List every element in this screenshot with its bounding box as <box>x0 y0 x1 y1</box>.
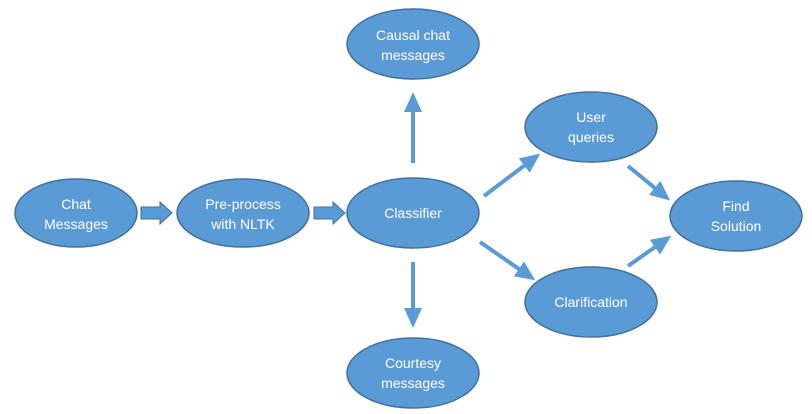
arrow-chat-to-preprocess <box>140 200 173 226</box>
node-label-line2: Messages <box>44 216 108 232</box>
arrow-preprocess-to-classifier <box>313 200 346 226</box>
arrow-classifier-to-queries <box>482 153 541 198</box>
node-label-line1: User <box>576 109 606 125</box>
node-chat-messages: Chat Messages <box>14 178 138 248</box>
node-label-line1: Classifier <box>384 205 442 221</box>
node-label-line1: Courtesy <box>385 355 441 371</box>
node-classifier: Classifier <box>346 177 480 249</box>
node-courtesy-messages: Courtesy messages <box>346 337 480 409</box>
node-label-line2: queries <box>568 129 614 145</box>
arrow-queries-to-solution <box>626 164 671 201</box>
node-label-line2: messages <box>381 375 445 391</box>
node-label-line1: Chat <box>61 196 91 212</box>
node-label-line1: Causal chat <box>376 27 450 43</box>
node-label-line1: Find <box>722 198 749 214</box>
node-label-line1: Clarification <box>554 294 627 310</box>
node-preprocess: Pre-process with NLTK <box>176 178 310 248</box>
node-label-line2: messages <box>381 47 445 63</box>
node-find-solution: Find Solution <box>669 180 803 252</box>
node-label-line2: Solution <box>711 218 762 234</box>
node-label-line2: with NLTK <box>210 216 275 232</box>
node-clarification: Clarification <box>524 266 658 338</box>
arrow-clarification-to-solution <box>626 235 672 268</box>
node-user-queries: User queries <box>524 91 658 163</box>
arrow-classifier-to-clarification <box>478 240 536 281</box>
node-causal-chat-messages: Causal chat messages <box>346 8 480 80</box>
node-label-line1: Pre-process <box>205 196 280 212</box>
